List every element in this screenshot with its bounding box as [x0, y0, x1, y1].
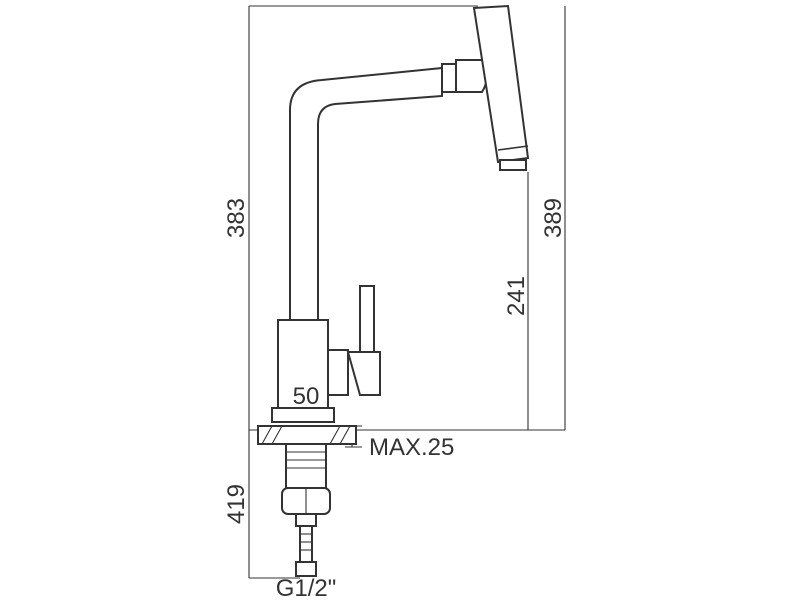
- hose-connector: [295, 513, 317, 527]
- dim-label-419: 419: [223, 484, 250, 524]
- handle-base: [327, 349, 349, 396]
- handle-cartridge: [346, 351, 381, 396]
- dim-label-50: 50: [293, 383, 320, 410]
- dim-label-389: 389: [540, 198, 567, 238]
- countertop-section: [257, 425, 357, 445]
- hose-end-fitting: [295, 561, 317, 577]
- spray-nozzle: [499, 159, 527, 171]
- swivel-ring: [441, 63, 457, 93]
- supply-hose: [299, 525, 313, 563]
- faucet-main-body: [277, 319, 329, 409]
- handle-lever: [359, 285, 375, 353]
- faucet-body: [257, 4, 530, 577]
- dim-label-383: 383: [223, 198, 250, 238]
- spout-pipe: [289, 66, 443, 321]
- base-ring: [271, 407, 335, 423]
- dim-label-241: 241: [503, 276, 530, 316]
- dim-label-thread: G1/2": [276, 575, 337, 600]
- mounting-shank: [285, 443, 327, 489]
- spray-head: [472, 4, 530, 164]
- dim-label-max25: MAX.25: [369, 434, 454, 461]
